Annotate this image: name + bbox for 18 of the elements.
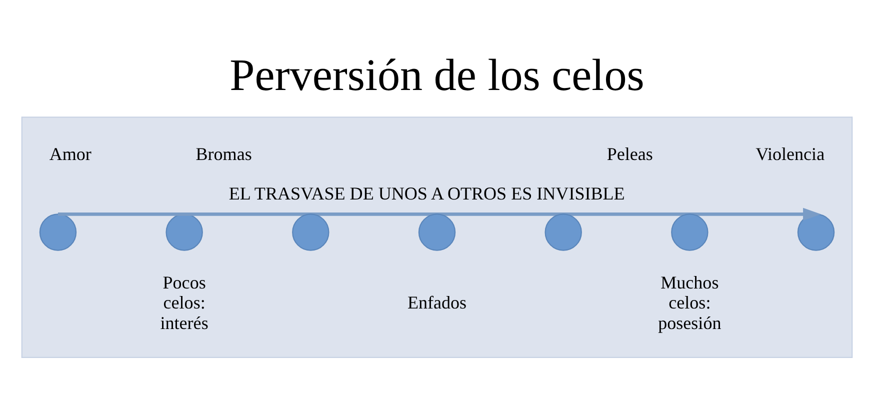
node-circle — [797, 214, 835, 251]
node-label: Amor — [49, 144, 92, 164]
node-label: Enfados — [407, 292, 467, 313]
node-circle — [544, 214, 582, 251]
node-label: Peleas — [606, 144, 653, 164]
node-label: Muchos celos: posesión — [658, 272, 722, 334]
node-circle — [39, 214, 77, 251]
edge-label: EL TRASVASE DE UNOS A OTROS ES INVISIBLE — [228, 183, 625, 204]
arrow — [58, 208, 822, 221]
node-circle — [418, 214, 456, 251]
node-circle — [671, 214, 708, 251]
cluster — [21, 116, 853, 358]
node-circle — [166, 214, 203, 251]
node-circle — [292, 214, 330, 251]
node-label: Pocos celos: interés — [160, 272, 208, 334]
node-label: Bromas — [196, 144, 252, 164]
diagram-title: Perversión de los celos — [230, 50, 644, 100]
node-label: Violencia — [756, 144, 825, 164]
